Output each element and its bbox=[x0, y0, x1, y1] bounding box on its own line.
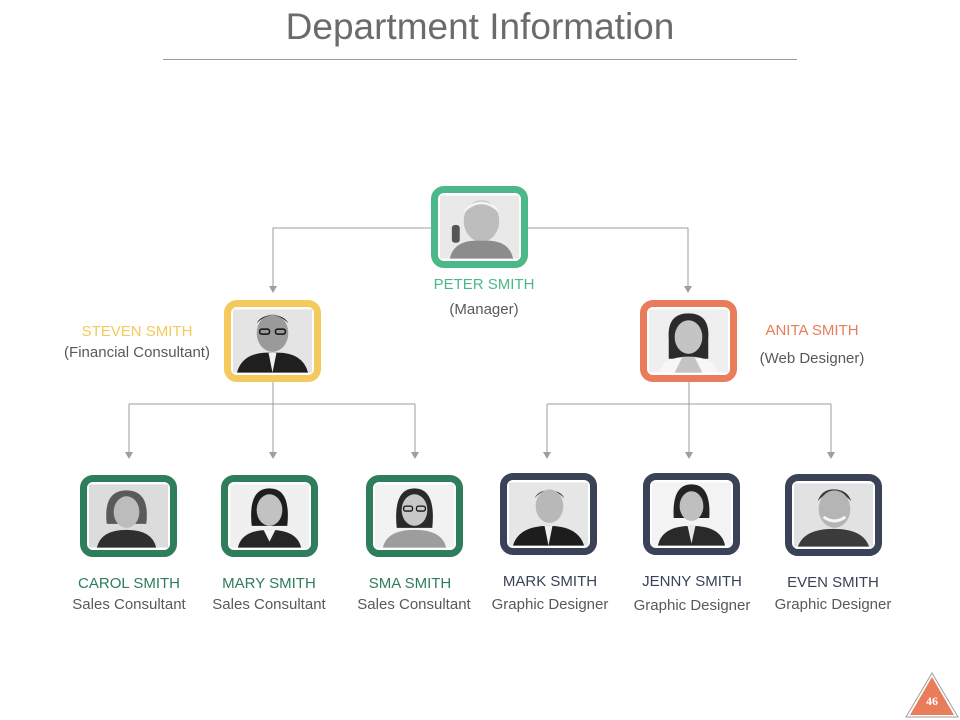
person-photo-icon bbox=[652, 482, 731, 546]
page-number: 46 bbox=[926, 694, 938, 708]
staff-name-jenny: JENNY SMITH bbox=[642, 573, 742, 590]
staff-name-mark: MARK SMITH bbox=[502, 573, 598, 590]
staff-role-mark: Graphic Designer bbox=[491, 596, 609, 613]
staff-name-carol: CAROL SMITH bbox=[78, 575, 180, 592]
page-title: Department Information bbox=[285, 6, 675, 47]
left-lead-role: (Financial Consultant) bbox=[64, 344, 210, 361]
person-photo-icon bbox=[440, 195, 519, 259]
staff-role-even: Graphic Designer bbox=[774, 596, 892, 613]
left-lead-name: STEVEN SMITH bbox=[81, 323, 193, 340]
staff-name-mary: MARY SMITH bbox=[222, 575, 316, 592]
staff-role-sma: Sales Consultant bbox=[357, 596, 471, 613]
person-photo-icon bbox=[233, 309, 312, 373]
title-divider bbox=[163, 59, 797, 60]
staff-name-sma: SMA SMITH bbox=[368, 575, 452, 592]
photo-sma-smith bbox=[366, 475, 463, 557]
photo-jenny-smith bbox=[643, 473, 740, 555]
person-photo-icon bbox=[794, 483, 873, 547]
photo-anita-smith bbox=[640, 300, 737, 382]
staff-name-even: EVEN SMITH bbox=[787, 574, 879, 591]
person-photo-icon bbox=[89, 484, 168, 548]
right-lead-role: (Web Designer) bbox=[759, 350, 865, 367]
page-number-triangle-icon bbox=[905, 672, 959, 718]
staff-role-mary: Sales Consultant bbox=[212, 596, 326, 613]
photo-mark-smith bbox=[500, 473, 597, 555]
connector-manager-right bbox=[526, 227, 692, 293]
connector-manager-left bbox=[269, 227, 433, 293]
right-lead-name: ANITA SMITH bbox=[765, 322, 859, 339]
photo-even-smith bbox=[785, 474, 882, 556]
person-photo-icon bbox=[375, 484, 454, 548]
photo-steven-smith bbox=[224, 300, 321, 382]
person-photo-icon bbox=[509, 482, 588, 546]
person-photo-icon bbox=[649, 309, 728, 373]
manager-name: PETER SMITH bbox=[433, 276, 535, 293]
person-photo-icon bbox=[230, 484, 309, 548]
staff-role-jenny: Graphic Designer bbox=[633, 597, 751, 614]
staff-role-carol: Sales Consultant bbox=[72, 596, 186, 613]
photo-peter-smith bbox=[431, 186, 528, 268]
manager-role: (Manager) bbox=[449, 301, 519, 318]
photo-carol-smith bbox=[80, 475, 177, 557]
photo-mary-smith bbox=[221, 475, 318, 557]
